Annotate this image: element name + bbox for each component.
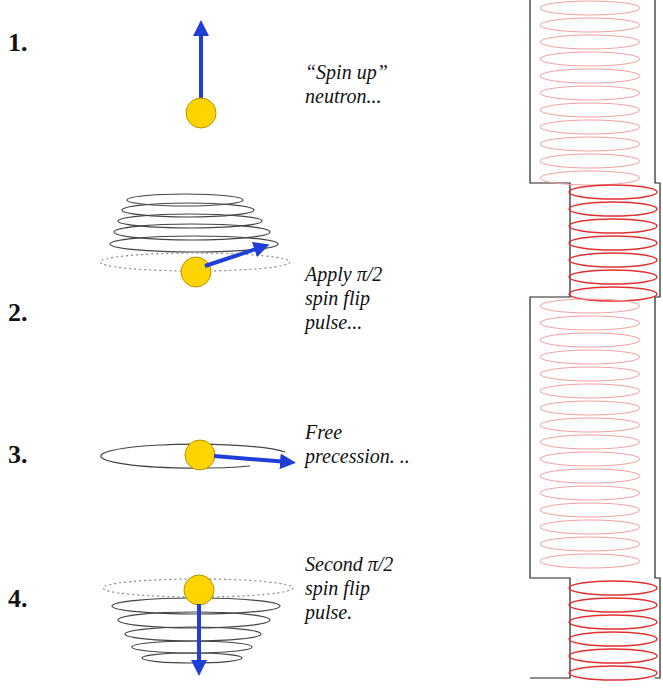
step-description: Free precession. .. (305, 420, 413, 468)
coil-winding (540, 435, 640, 449)
coil-winding (540, 418, 640, 432)
neutron-tilted (181, 247, 262, 287)
coil-winding (540, 333, 640, 347)
step-number: 2. (8, 298, 48, 328)
coil-winding (569, 581, 657, 595)
coil-winding (540, 554, 640, 568)
coil-winding (569, 236, 657, 250)
precession-orbit (101, 440, 288, 470)
step-number: 3. (8, 440, 48, 470)
coil-winding (540, 154, 640, 168)
coil-windings (540, 1, 657, 680)
coil-winding (540, 520, 640, 534)
neutron-up (186, 28, 216, 128)
coil-winding (569, 202, 657, 216)
coil-winding (569, 598, 657, 612)
coil-winding (569, 185, 657, 199)
coil-winding (540, 1, 640, 15)
coil-winding (540, 316, 640, 330)
coil-winding (540, 120, 640, 134)
coil-winding (540, 35, 640, 49)
coil-winding (540, 69, 640, 83)
coil-winding (540, 486, 640, 500)
neutron-down (184, 575, 214, 668)
coil-winding (540, 401, 640, 415)
coil-winding (540, 103, 640, 117)
coil-winding (540, 18, 640, 32)
coil-winding (540, 299, 640, 313)
coil-winding (540, 537, 640, 551)
coil-outline (530, 0, 660, 678)
coil-winding (540, 52, 640, 66)
coil-winding (540, 171, 640, 185)
coil-winding (540, 503, 640, 517)
coil-winding (569, 615, 657, 629)
coil-winding (540, 384, 640, 398)
coil-winding (540, 367, 640, 381)
step-number: 4. (8, 584, 48, 614)
coil-winding (569, 666, 657, 680)
coil-winding (540, 452, 640, 466)
step-description: Apply π/2 spin flip pulse... (305, 262, 413, 334)
step-description: Second π/2 spin flip pulse. (305, 552, 417, 624)
coil-winding (569, 219, 657, 233)
coil-winding (540, 137, 640, 151)
step-description: “Spin up” neutron... (305, 60, 425, 108)
coil-winding (569, 253, 657, 267)
coil-winding (540, 350, 640, 364)
coil-winding (540, 469, 640, 483)
coil-winding (569, 270, 657, 284)
coil-winding (540, 86, 640, 100)
step-number: 1. (8, 28, 48, 58)
coil-winding (569, 632, 657, 646)
coil-winding (569, 649, 657, 663)
